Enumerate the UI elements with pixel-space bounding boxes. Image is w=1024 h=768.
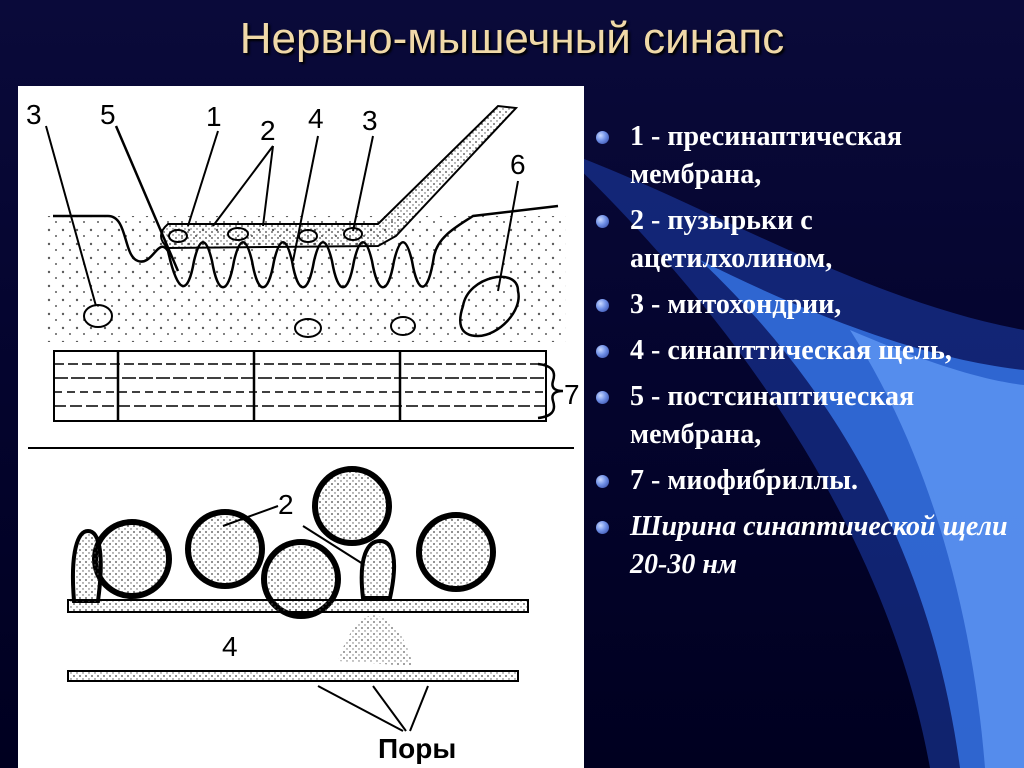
synapse-diagram: 3 5 1 2 4 3 6 7 2 4 Поры — [18, 86, 584, 768]
label-4-top: 4 — [308, 103, 324, 134]
legend-note-text: Ширина синаптической щели 20-30 нм — [630, 511, 1008, 580]
bullet-icon — [596, 475, 609, 488]
legend-item-text: 7 - миофибриллы. — [630, 465, 858, 496]
synapse-drawing: 3 5 1 2 4 3 6 7 2 4 Поры — [18, 86, 584, 768]
label-4-bottom: 4 — [222, 631, 238, 662]
legend-item-text: 5 - постсинаптическая мембрана, — [630, 381, 914, 450]
bullet-icon — [596, 299, 609, 312]
legend-item-text: 2 - пузырьки с ацетилхолином, — [630, 205, 832, 274]
bullet-icon — [596, 131, 609, 144]
bullet-icon — [596, 215, 609, 228]
bullet-icon — [596, 345, 609, 358]
label-5: 5 — [100, 99, 116, 130]
label-2-bottom: 2 — [278, 489, 294, 520]
legend-note: Ширина синаптической щели 20-30 нм — [592, 508, 1012, 584]
label-2-top: 2 — [260, 115, 276, 146]
slide-title: Нервно-мышечный синапс — [0, 14, 1024, 64]
label-3-left: 3 — [26, 99, 42, 130]
legend-item: 7 - миофибриллы. — [592, 462, 1012, 500]
label-7: 7 — [564, 379, 580, 410]
legend-item: 1 - пресинаптическая мембрана, — [592, 118, 1012, 194]
legend-item-text: 4 - синапттическая щель, — [630, 335, 952, 366]
label-1: 1 — [206, 101, 222, 132]
legend-item: 4 - синапттическая щель, — [592, 332, 1012, 370]
myofibrils — [54, 351, 563, 421]
legend-item: 2 - пузырьки с ацетилхолином, — [592, 202, 1012, 278]
legend-item: 5 - постсинаптическая мембрана, — [592, 378, 1012, 454]
bullet-icon — [596, 391, 609, 404]
legend-item-text: 1 - пресинаптическая мембрана, — [630, 121, 902, 190]
legend-item-text: 3 - митохондрии, — [630, 289, 841, 320]
label-pores: Поры — [378, 733, 456, 764]
label-6: 6 — [510, 149, 526, 180]
label-3-right: 3 — [362, 105, 378, 136]
legend-item: 3 - митохондрии, — [592, 286, 1012, 324]
legend-list: 1 - пресинаптическая мембрана, 2 - пузыр… — [592, 118, 1012, 592]
bullet-icon — [596, 521, 609, 534]
